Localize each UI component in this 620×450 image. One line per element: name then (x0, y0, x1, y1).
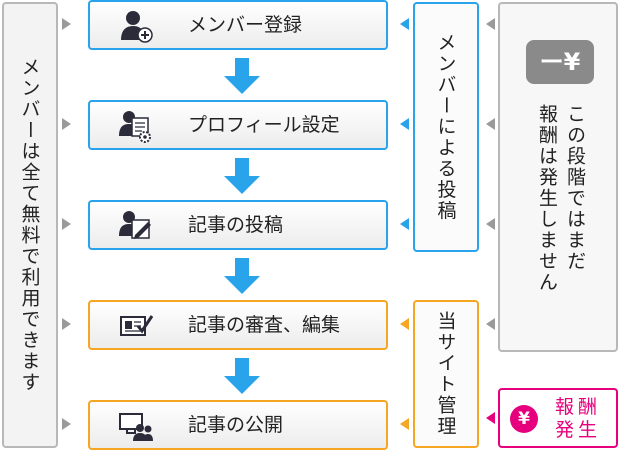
down-arrow-icon (224, 58, 260, 94)
down-arrow-icon (224, 358, 260, 394)
no-fee-stage-panel: ー¥ この段階ではまだ 報酬は発生しません (498, 2, 618, 352)
member-post-panel: メンバーによる投稿 (413, 2, 479, 252)
step-profile-settings: プロフィール設定 (88, 100, 388, 150)
pointer-left-icon (400, 218, 409, 230)
free-usage-panel: メンバーは全て無料で利用できます (2, 2, 58, 448)
pointer-left-icon (486, 412, 495, 424)
pointer-left-icon (400, 418, 409, 430)
step-label: 記事の投稿 (188, 214, 284, 236)
no-fee-badge: ー¥ (526, 40, 594, 84)
step-article-review: 記事の審査、編集 (88, 300, 388, 350)
user-add-icon (121, 11, 153, 43)
site-management-text: 当サイト管理 (434, 311, 457, 437)
yen-icon: ¥ (510, 405, 538, 433)
fee-occurs-box: ¥ 報酬 発生 (498, 388, 618, 448)
step-label: 記事の公開 (188, 414, 284, 436)
pointer-left-icon (400, 18, 409, 30)
step-article-publish: 記事の公開 (88, 400, 388, 450)
step-label: 記事の審査、編集 (188, 314, 341, 336)
step-label: メンバー登録 (188, 14, 303, 36)
step-label: プロフィール設定 (188, 114, 340, 136)
fee-text-line1: 報酬 (554, 396, 601, 418)
step-member-registration: メンバー登録 (88, 0, 388, 50)
no-fee-text-line2: 報酬は発生しません (536, 104, 558, 293)
pointer-right-icon (62, 218, 71, 230)
pointer-right-icon (62, 118, 71, 130)
pointer-left-icon (486, 18, 495, 30)
review-edit-icon (120, 315, 154, 336)
publish-users-icon (119, 413, 153, 441)
down-arrow-icon (224, 158, 260, 194)
pointer-left-icon (486, 318, 495, 330)
pointer-left-icon (400, 118, 409, 130)
pointer-left-icon (486, 218, 495, 230)
step-article-post: 記事の投稿 (88, 200, 388, 250)
down-arrow-icon (224, 258, 260, 294)
no-fee-text-line1: この段階ではまだ (564, 104, 586, 272)
fee-occurs-text: 報酬 発生 (546, 396, 610, 442)
free-usage-text: メンバーは全て無料で利用できます (18, 57, 41, 393)
pointer-left-icon (400, 318, 409, 330)
fee-text-line2: 発生 (554, 419, 601, 441)
site-management-panel: 当サイト管理 (413, 300, 479, 448)
member-post-text: メンバーによる投稿 (434, 32, 457, 222)
pointer-right-icon (62, 418, 71, 430)
user-edit-icon (119, 211, 151, 239)
profile-settings-icon (119, 111, 151, 143)
pointer-left-icon (486, 118, 495, 130)
pointer-right-icon (62, 318, 71, 330)
pointer-right-icon (62, 18, 71, 30)
